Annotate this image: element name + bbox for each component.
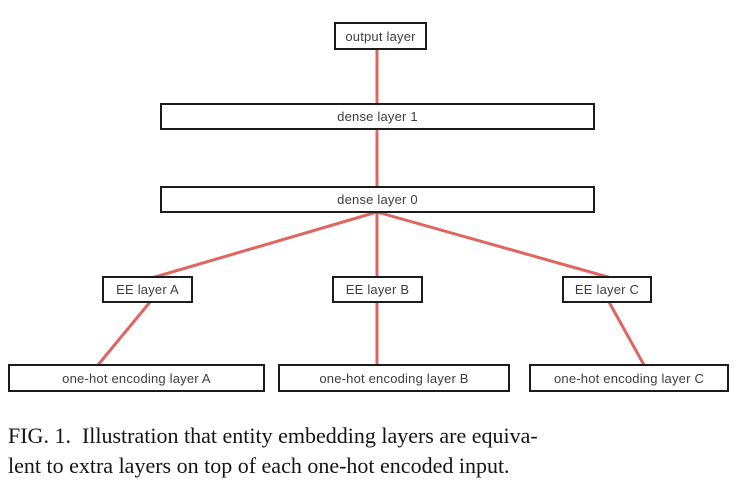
node-ee-layer-a-label: EE layer A xyxy=(116,282,179,297)
node-onehot-encoding-layer-b-label: one-hot encoding layer B xyxy=(319,370,469,386)
node-output-layer: output layer xyxy=(334,22,427,50)
figure-caption: FIG. 1. Illustration that entity embeddi… xyxy=(8,421,736,481)
node-dense-layer-0-label: dense layer 0 xyxy=(337,192,418,207)
connector-dense0-to-ee-c xyxy=(375,210,610,279)
node-dense-layer-1-label: dense layer 1 xyxy=(337,109,418,124)
figure-caption-line-1: FIG. 1. Illustration that entity embeddi… xyxy=(8,423,538,448)
node-dense-layer-0: dense layer 0 xyxy=(160,186,595,213)
connector-dense0-to-ee-a xyxy=(153,210,379,279)
node-ee-layer-b: EE layer B xyxy=(332,276,423,303)
node-ee-layer-b-label: EE layer B xyxy=(345,282,410,297)
node-ee-layer-c-label: EE layer C xyxy=(574,282,640,297)
node-ee-layer-a: EE layer A xyxy=(102,276,193,303)
node-dense-layer-1: dense layer 1 xyxy=(160,103,595,130)
node-onehot-encoding-layer-a-label: one-hot encoding layer A xyxy=(62,370,211,386)
node-onehot-encoding-layer-c-label: one-hot encoding layer C xyxy=(553,370,705,386)
node-output-layer-label: output layer xyxy=(345,28,416,44)
node-ee-layer-c: EE layer C xyxy=(562,276,652,303)
figure-caption-line-2: lent to extra layers on top of each one-… xyxy=(8,453,510,478)
connector-ee-c-to-onehot-c xyxy=(607,300,646,367)
node-onehot-encoding-layer-a: one-hot encoding layer A xyxy=(8,364,265,392)
node-onehot-encoding-layer-c: one-hot encoding layer C xyxy=(529,364,729,392)
node-onehot-encoding-layer-b: one-hot encoding layer B xyxy=(278,364,510,392)
connector-ee-a-to-onehot-a xyxy=(96,300,152,367)
